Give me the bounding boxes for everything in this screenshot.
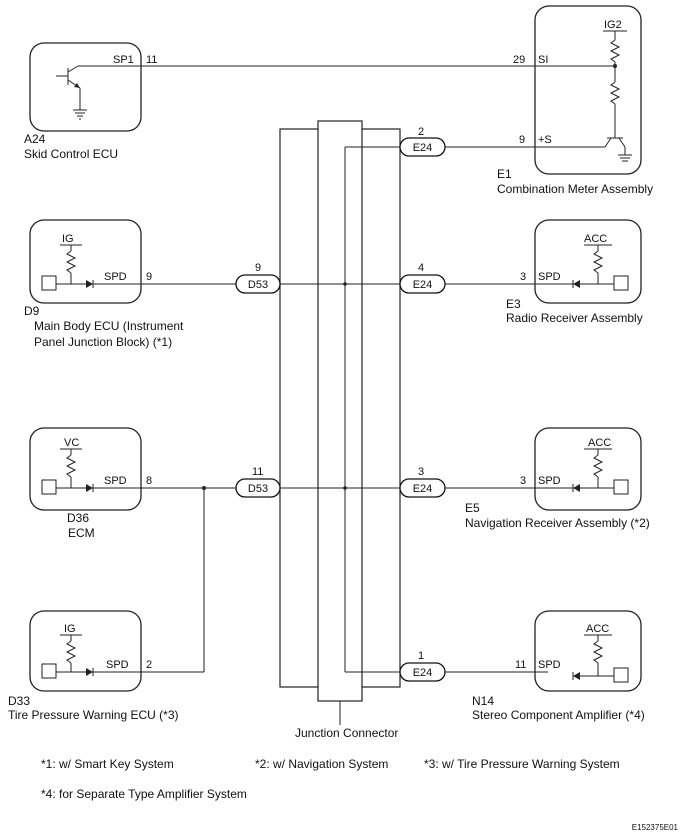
- d53-upper-pin: 9: [255, 262, 261, 274]
- d33-supply-label: IG: [64, 623, 76, 635]
- e1-code: E1: [497, 167, 512, 181]
- e3-pin-label: SPD: [538, 271, 561, 283]
- figure-code: E152375E01: [632, 823, 679, 832]
- component-n14: ACC SPD 11 N14 Stereo Component Amplifie…: [472, 610, 645, 722]
- e24-lower-pin: 3: [418, 466, 424, 478]
- e24-lower-name: E24: [413, 483, 433, 495]
- a24-code: A24: [24, 132, 46, 146]
- junction-connector-label: Junction Connector: [295, 726, 398, 740]
- connector-e24-upper: 4 E24: [399, 262, 446, 294]
- n14-pin-label: SPD: [538, 659, 561, 671]
- a24-box: [29, 42, 142, 132]
- e3-pin-number: 3: [520, 271, 526, 283]
- e5-name: Navigation Receiver Assembly (*2): [465, 516, 650, 530]
- component-d9: IG SPD 9 D9 Main Body ECU (Instrument Pa…: [24, 219, 184, 349]
- e1-supply-label: IG2: [604, 19, 622, 31]
- component-a24: SP1 11 A24 Skid Control ECU: [24, 42, 157, 161]
- d9-name-line2: Panel Junction Block) (*1): [34, 335, 172, 349]
- e3-name: Radio Receiver Assembly: [506, 311, 643, 325]
- footnote-2: *2: w/ Navigation System: [255, 757, 388, 771]
- e24-top-name: E24: [413, 142, 433, 154]
- d53-lower-name: D53: [248, 483, 268, 495]
- e1-pin-s-number: 9: [519, 134, 525, 146]
- splice-dot: [343, 282, 347, 286]
- e1-pin-si-number: 29: [513, 54, 525, 66]
- n14-code: N14: [472, 694, 494, 708]
- d36-pin-number: 8: [146, 475, 152, 487]
- d53-upper-name: D53: [248, 279, 268, 291]
- connector-d53-lower: 11 D53: [235, 466, 281, 498]
- footnote-3: *3: w/ Tire Pressure Warning System: [424, 757, 620, 771]
- a24-pin-number: 11: [146, 54, 157, 66]
- d36-code: D36: [67, 511, 89, 525]
- e1-pin-s-label: +S: [538, 134, 552, 146]
- connector-e24-bottom: 1 E24: [399, 650, 446, 682]
- junction-internal-wires: [280, 146, 400, 673]
- n14-pin-number: 11: [515, 659, 526, 671]
- e24-bottom-name: E24: [413, 667, 433, 679]
- d33-code: D33: [8, 694, 30, 708]
- n14-name: Stereo Component Amplifier (*4): [472, 708, 645, 722]
- d33-pin-number: 2: [146, 659, 152, 671]
- d36-pin-label: SPD: [104, 475, 127, 487]
- e24-upper-name: E24: [413, 279, 433, 291]
- footnote-1: *1: w/ Smart Key System: [41, 757, 174, 771]
- component-e5: ACC SPD 3 E5 Navigation Receiver Assembl…: [465, 427, 650, 530]
- d36-name: ECM: [68, 526, 95, 540]
- npn-transistor-symbol: [56, 65, 141, 120]
- d9-pin-label: SPD: [104, 271, 127, 283]
- d33-box: [29, 610, 142, 692]
- connector-e24-top: 2 E24: [399, 126, 535, 157]
- d9-box: [29, 219, 142, 304]
- d9-supply-label: IG: [62, 233, 74, 245]
- d53-lower-pin: 11: [252, 466, 263, 478]
- d9-code: D9: [24, 304, 40, 318]
- e24-top-pin: 2: [418, 126, 424, 138]
- d9-name-line1: Main Body ECU (Instrument: [34, 319, 184, 333]
- splice-dot: [343, 486, 347, 490]
- e24-upper-pin: 4: [418, 262, 424, 274]
- d36-supply-label: VC: [64, 437, 79, 449]
- e5-pin-label: SPD: [538, 475, 561, 487]
- footnotes: *1: w/ Smart Key System *2: w/ Navigatio…: [41, 757, 620, 801]
- junction-connector: Junction Connector: [279, 120, 401, 740]
- e5-code: E5: [465, 501, 480, 515]
- footnote-4: *4: for Separate Type Amplifier System: [41, 787, 247, 801]
- e24-bottom-pin: 1: [418, 650, 424, 662]
- a24-name: Skid Control ECU: [24, 147, 118, 161]
- e3-supply-label: ACC: [584, 233, 607, 245]
- connector-e24-lower: 3 E24: [399, 466, 446, 498]
- e5-supply-label: ACC: [588, 437, 611, 449]
- component-d36: VC SPD 8 D36 ECM: [29, 427, 152, 540]
- e1-pin-si-label: SI: [538, 54, 548, 66]
- d36-box: [29, 427, 142, 511]
- e1-name: Combination Meter Assembly: [497, 182, 653, 196]
- n14-supply-label: ACC: [586, 623, 609, 635]
- e3-code: E3: [506, 297, 521, 311]
- component-d33: IG SPD 2 D33 Tire Pressure Warning ECU (…: [8, 610, 178, 722]
- e5-pin-number: 3: [520, 475, 526, 487]
- connector-d53-upper: 9 D53: [235, 262, 281, 294]
- a24-pin-label: SP1: [113, 54, 134, 66]
- d33-pin-label: SPD: [106, 659, 129, 671]
- e1-transistor-symbol: [535, 135, 632, 162]
- d33-name: Tire Pressure Warning ECU (*3): [8, 708, 178, 722]
- component-e3: ACC SPD 3 E3 Radio Receiver Assembly: [506, 219, 643, 325]
- component-e1: IG2 SI 29 +S 9 E1 Combination Meter Asse…: [497, 5, 653, 196]
- d9-pin-number: 9: [146, 271, 152, 283]
- junction-connector-inner: [317, 120, 363, 702]
